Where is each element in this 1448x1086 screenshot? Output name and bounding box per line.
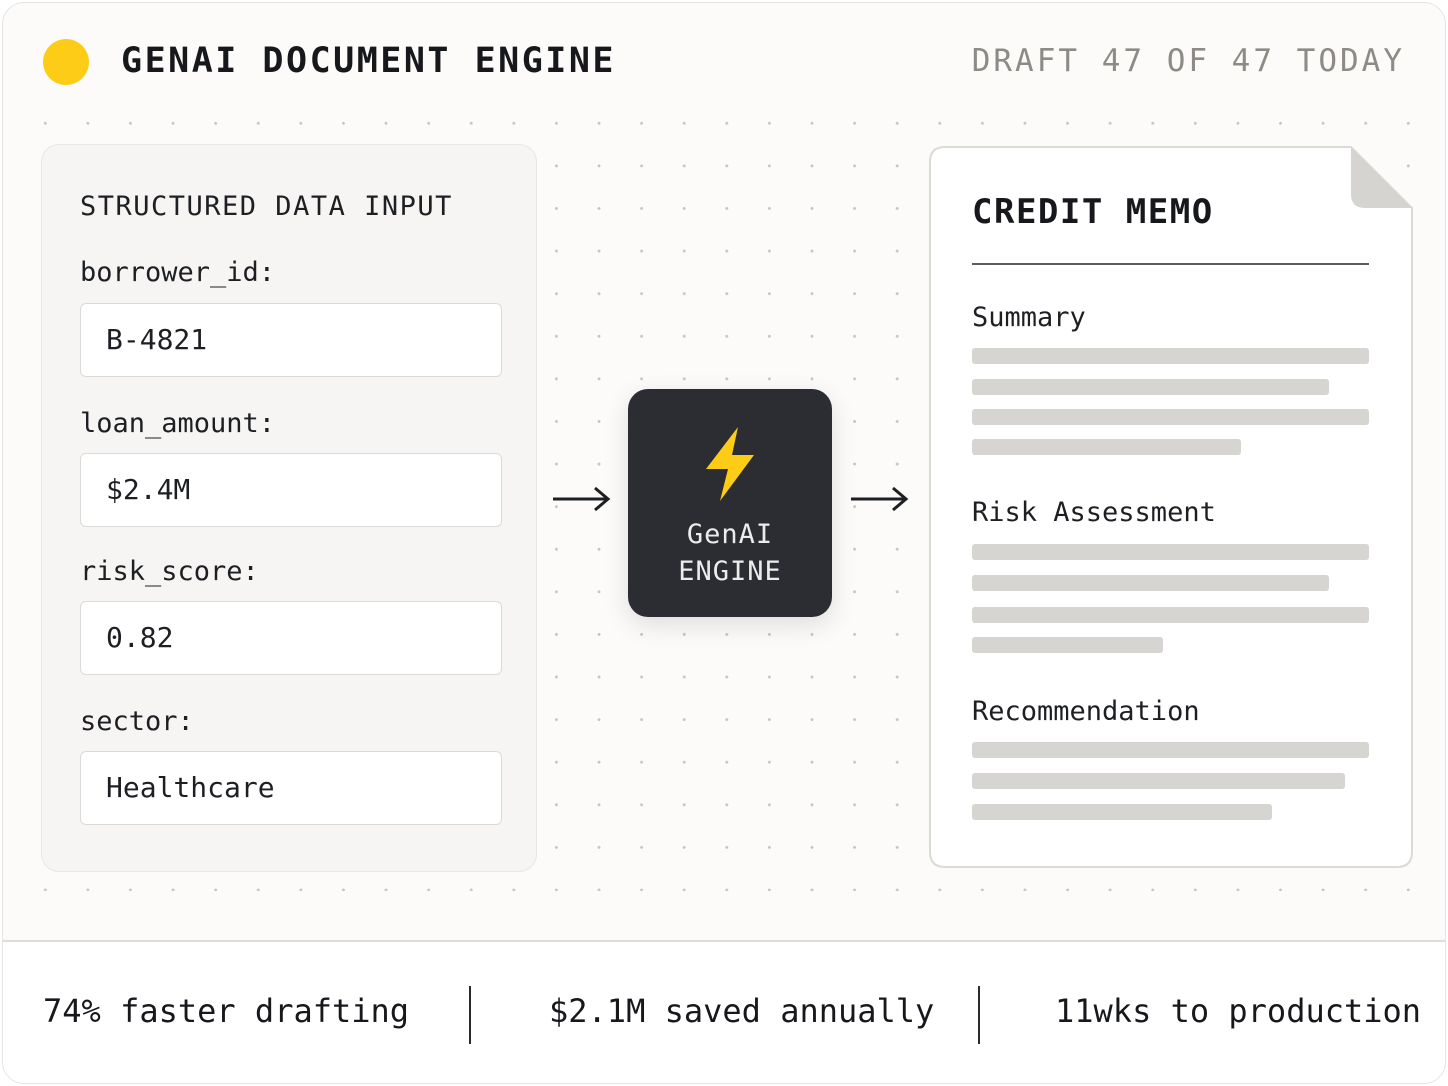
draft-status: DRAFT 47 OF 47 TODAY (971, 43, 1405, 79)
placeholder-text-line (972, 637, 1163, 653)
loan-amount-field[interactable]: $2.4M (80, 453, 502, 527)
structured-data-input-panel: STRUCTURED DATA INPUT borrower_id: B-482… (41, 144, 537, 872)
arrow-right-icon (553, 486, 611, 512)
placeholder-text-line (972, 575, 1329, 591)
engine-label-line1: GenAI (686, 519, 774, 550)
stat-time-to-production: 11wks to production (1055, 992, 1422, 1030)
status-dot-icon (43, 39, 89, 85)
field-label-loan-amount: loan_amount: (80, 408, 276, 439)
arrow-right-icon (851, 486, 909, 512)
stat-divider (978, 986, 980, 1044)
genai-engine-node: GenAI ENGINE (628, 389, 832, 617)
field-label-sector: sector: (80, 706, 194, 737)
stat-savings: $2.1M saved annually (549, 992, 935, 1030)
placeholder-text-line (972, 348, 1369, 364)
stat-divider (469, 986, 471, 1044)
placeholder-text-line (972, 439, 1241, 455)
field-label-borrower-id: borrower_id: (80, 257, 276, 288)
lightning-bolt-icon (706, 427, 754, 501)
credit-memo-document: CREDIT MEMO Summary Risk Assessment Reco… (929, 146, 1413, 868)
placeholder-text-line (972, 804, 1272, 820)
placeholder-text-line (972, 409, 1369, 425)
borrower-id-field[interactable]: B-4821 (80, 303, 502, 377)
field-label-risk-score: risk_score: (80, 556, 259, 587)
document-title: CREDIT MEMO (972, 192, 1214, 232)
document-page-shape (929, 146, 1413, 868)
placeholder-text-line (972, 379, 1329, 395)
page-title: GENAI DOCUMENT ENGINE (121, 41, 617, 81)
placeholder-text-line (972, 544, 1369, 560)
engine-label-line2: ENGINE (678, 556, 782, 587)
placeholder-text-line (972, 607, 1369, 623)
title-divider (972, 263, 1369, 265)
section-heading-risk-assessment: Risk Assessment (972, 497, 1216, 528)
sector-field[interactable]: Healthcare (80, 751, 502, 825)
stats-footer: 74% faster drafting $2.1M saved annually… (3, 940, 1445, 1083)
risk-score-field[interactable]: 0.82 (80, 601, 502, 675)
section-heading-recommendation: Recommendation (972, 696, 1200, 727)
panel-title: STRUCTURED DATA INPUT (80, 191, 453, 222)
section-heading-summary: Summary (972, 302, 1086, 333)
placeholder-text-line (972, 773, 1345, 789)
placeholder-text-line (972, 742, 1369, 758)
stat-faster-drafting: 74% faster drafting (43, 992, 410, 1030)
